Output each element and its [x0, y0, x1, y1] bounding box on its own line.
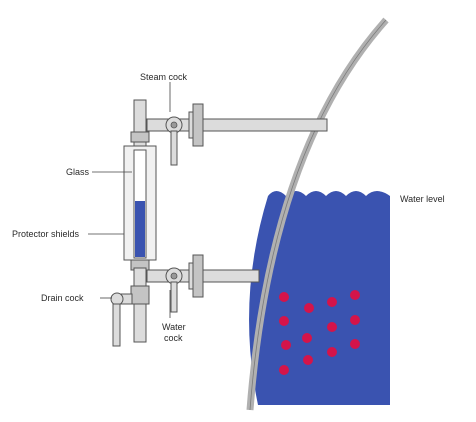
label-drain-cock: Drain cock	[41, 293, 84, 303]
drain-body	[130, 285, 150, 305]
glass-water	[135, 201, 145, 257]
valve-handle-icon	[112, 303, 121, 347]
bubble	[327, 297, 337, 307]
bubble	[350, 339, 360, 349]
label-glass: Glass	[66, 167, 90, 177]
label-protector-shields: Protector shields	[12, 229, 80, 239]
bubble	[279, 292, 289, 302]
water-flange-bolt	[188, 262, 194, 290]
boiler-water	[249, 191, 390, 405]
valve-handle-icon	[170, 130, 178, 166]
drain-cock	[110, 292, 147, 347]
steam-flange-bolt	[188, 111, 194, 139]
label-steam-cock: Steam cock	[140, 72, 188, 82]
steam-bubbles	[279, 290, 360, 375]
valve-handle-icon	[170, 281, 178, 313]
bubble	[281, 340, 291, 350]
bubble	[279, 316, 289, 326]
bubble	[302, 333, 312, 343]
steam-cock	[165, 116, 183, 166]
bubble	[327, 347, 337, 357]
top-nut	[130, 131, 150, 143]
bubble	[350, 290, 360, 300]
label-water-cock-line1: Water	[162, 322, 186, 332]
bubble	[279, 365, 289, 375]
label-water-level: Water level	[400, 194, 445, 204]
water-cock	[165, 267, 183, 313]
bubble	[304, 303, 314, 313]
label-water-cock-line2: cock	[164, 333, 183, 343]
bubble	[303, 355, 313, 365]
steam-flange	[192, 103, 204, 147]
water-flange	[192, 254, 204, 298]
bubble	[327, 322, 337, 332]
bubble	[350, 315, 360, 325]
